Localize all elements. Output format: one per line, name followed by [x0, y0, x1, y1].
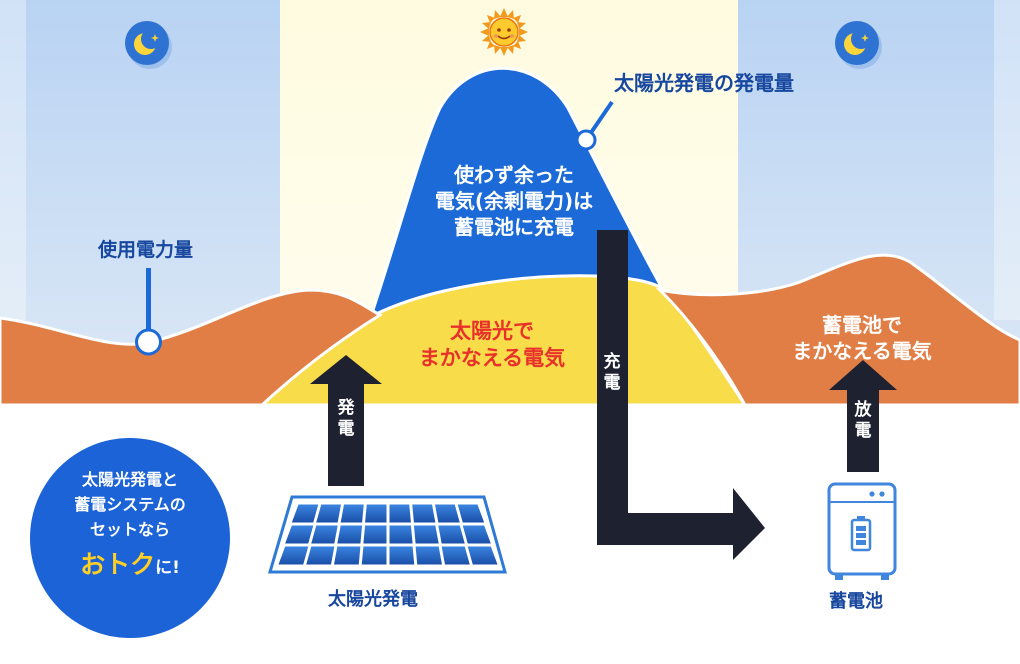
surplus-line-3: 蓄電池に充電	[454, 215, 574, 239]
discharge-char-1: 放	[854, 400, 872, 420]
moon-icon-left	[125, 21, 172, 69]
solar-cell	[285, 525, 314, 544]
discharge-char-2: 電	[854, 421, 872, 442]
usage-area-right	[655, 253, 1020, 407]
solar-cell	[412, 504, 436, 523]
solar-cell	[415, 546, 442, 565]
solar-cell	[457, 504, 485, 523]
solar-cell	[441, 546, 470, 565]
solar-cell	[361, 546, 387, 565]
generation-marker	[575, 129, 597, 151]
solar-cell	[467, 546, 498, 565]
solar-panel-icon	[267, 495, 507, 574]
solar-cell	[389, 525, 413, 544]
battery-covered-line-1: 蓄電池で	[822, 313, 902, 337]
solar-cell	[389, 546, 415, 565]
discharge-arrow	[829, 360, 897, 472]
solar-cell	[311, 525, 338, 544]
usage-marker	[135, 328, 162, 356]
promo-highlight: おトク	[80, 550, 156, 580]
solar-cell	[316, 504, 341, 523]
solar-panel-label: 太陽光発電	[328, 589, 418, 610]
surplus-line-1: 使わず余った	[454, 163, 574, 187]
surplus-label: 使わず余った 電気(余剰電力)は 蓄電池に充電	[419, 162, 609, 240]
solar-cell	[363, 525, 387, 544]
promo-badge	[30, 438, 230, 638]
battery-label: 蓄電池	[829, 591, 883, 612]
discharge-arrow-label: 放 電	[851, 400, 875, 443]
moon-icon-right	[835, 21, 882, 69]
usage-area-left	[0, 288, 383, 407]
promo-text: 太陽光発電と 蓄電システムの セットなら おトクに!	[42, 468, 218, 585]
solar-covered-label: 太陽光で まかなえる電気	[392, 318, 592, 373]
solar-cell	[413, 525, 439, 544]
promo-line-3: セットなら	[89, 519, 170, 539]
solar-covered-line-1: 太陽光で	[450, 319, 534, 343]
generation-arrow-label: 発 電	[334, 398, 358, 441]
battery-covered-line-2: まかなえる電気	[792, 339, 932, 363]
solar-cell	[278, 546, 309, 565]
generation-arrow	[310, 355, 382, 486]
charge-char-2: 電	[603, 373, 621, 394]
sun-icon	[480, 8, 528, 56]
promo-suffix: に!	[155, 558, 180, 579]
solar-cell	[334, 546, 361, 565]
generation-char-2: 電	[337, 419, 355, 440]
solar-cell	[340, 504, 364, 523]
charge-arrow	[597, 230, 765, 560]
solar-cell	[389, 504, 411, 523]
charge-char-1: 充	[603, 352, 621, 372]
usage-amount-label: 使用電力量	[98, 239, 194, 261]
charge-arrow-label: 充 電	[600, 352, 624, 395]
solar-cell	[306, 546, 335, 565]
solar-cell	[462, 525, 491, 544]
generation-char-1: 発	[337, 398, 355, 418]
surplus-line-2: 電気(余剰電力)は	[434, 189, 594, 213]
battery-icon	[827, 482, 897, 580]
solar-cell	[435, 504, 460, 523]
solar-cell	[337, 525, 363, 544]
solar-cell	[365, 504, 387, 523]
solar-cell	[438, 525, 465, 544]
generation-amount-label: 太陽光発電の発電量	[614, 71, 794, 95]
promo-line-1: 太陽光発電と	[81, 470, 178, 489]
solar-cell	[291, 504, 319, 523]
promo-line-2: 蓄電システムの	[74, 494, 186, 514]
promo-line-4: おトクに!	[42, 546, 218, 585]
battery-covered-label: 蓄電池で まかなえる電気	[772, 312, 952, 364]
solar-covered-line-2: まかなえる電気	[418, 346, 566, 371]
